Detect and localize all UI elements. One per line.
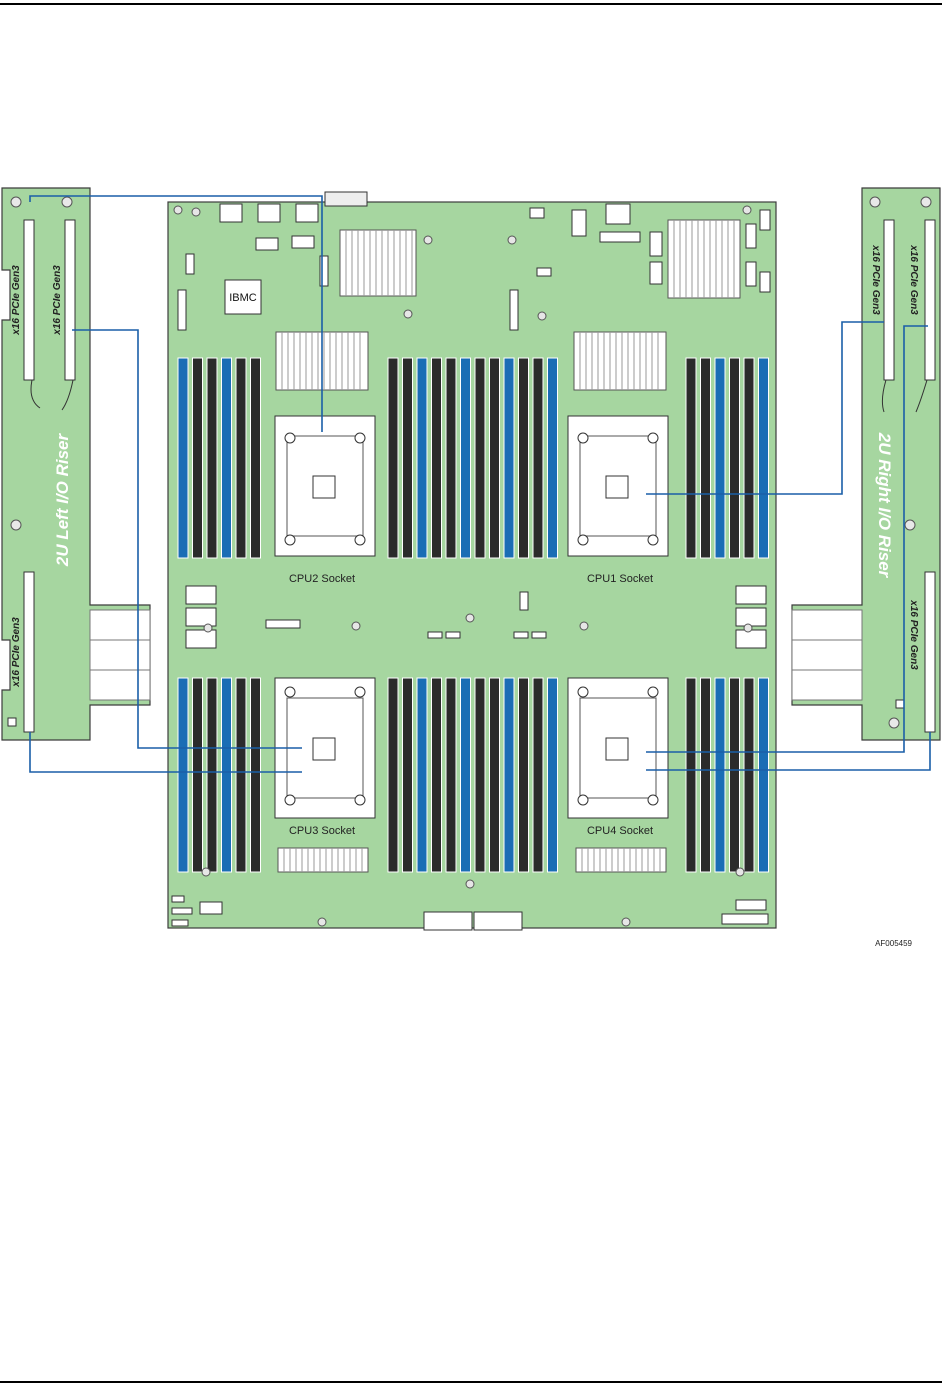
dimm-slot [547,677,558,873]
cpu4-socket-label: CPU4 Socket [587,825,653,837]
dimm-slot [416,677,428,873]
dimm-slot [489,677,500,873]
dimm-slot [503,357,515,559]
right-slot-label-1: x16 PCIe Gen3 [870,244,881,315]
dimm-slot [714,677,726,873]
dimm-slot [235,357,247,559]
dimm-slot [206,357,218,559]
right-riser-title: 2U Right I/O Riser [875,432,894,579]
dimm-slot [714,357,726,559]
dimm-slot [474,357,486,559]
cpu3-socket-label: CPU3 Socket [289,825,355,837]
right-slot-label-3: x16 PCIe Gen3 [908,599,919,670]
dimm-slot [431,677,442,873]
dimm-slot [402,357,413,559]
ibmc-chip [224,279,262,315]
dimm-slot [460,677,471,873]
dimm-slot [700,357,711,559]
dimm-slot [489,357,500,559]
left-slot-label-3: x16 PCIe Gen3 [11,617,22,688]
dimm-slot [729,677,740,873]
pcie-connection-lines [29,195,931,773]
cpu4-socket [567,677,669,819]
heatsink-top-right [667,219,741,299]
dimm-slot [758,677,769,873]
dimm-slot [518,677,529,873]
dimm-slot [431,357,442,559]
dimm-slot [221,357,232,559]
dimm-slot [547,357,558,559]
dimm-slot [460,357,471,559]
dimm-slot [729,357,740,559]
dimm-banks [177,357,769,873]
left-slot-label-2: x16 PCIe Gen3 [52,265,63,336]
server-board-diagram: x16 PCIe Gen3 x16 PCIe Gen3 x16 PCIe Gen… [1,187,941,948]
dimm-slot [503,677,515,873]
ibmc-label: IBMC [229,292,257,304]
dimm-slot [532,677,544,873]
dimm-slot [192,677,203,873]
dimm-slot [177,357,189,559]
dimm-slot [416,357,428,559]
right-riser-board: x16 PCIe Gen3 x16 PCIe Gen3 x16 PCIe Gen… [791,187,941,741]
left-riser-board: x16 PCIe Gen3 x16 PCIe Gen3 x16 PCIe Gen… [1,187,151,741]
main-board: IBMC [167,191,777,931]
heatsink-bottom-right [575,847,667,873]
bottom-rule [0,1381,942,1383]
dimm-slot [474,677,486,873]
dimm-slot [387,677,399,873]
left-riser-title: 2U Left I/O Riser [53,432,72,567]
dimm-slot [177,677,189,873]
dimm-slot [743,357,755,559]
heatsink-bottom-left [277,847,369,873]
dimm-slot [758,357,769,559]
dimm-slot [221,677,232,873]
top-rule [0,3,942,5]
cpu2-socket [274,415,376,557]
dimm-slot [192,357,203,559]
cpu1-socket-label: CPU1 Socket [587,573,653,585]
dimm-slot [445,677,457,873]
cpu3-socket [274,677,376,819]
cpu1-socket [567,415,669,557]
dimm-slot [235,677,247,873]
figure-id: AF005459 [875,939,912,948]
dimm-slot [402,677,413,873]
right-slot-label-2: x16 PCIe Gen3 [908,244,919,315]
dimm-slot [685,357,697,559]
heatsink-top-left [339,229,417,297]
dimm-slot [743,677,755,873]
dimm-slot [387,357,399,559]
dimm-slot [250,677,261,873]
dimm-slot [206,677,218,873]
dimm-slot [685,677,697,873]
dimm-slot [700,677,711,873]
dimm-slot [518,357,529,559]
dimm-slot [445,357,457,559]
cpu2-socket-label: CPU2 Socket [289,573,355,585]
heatsink-cpu1 [573,331,667,391]
dimm-slot [250,357,261,559]
dimm-slot [532,357,544,559]
left-slot-label-1: x16 PCIe Gen3 [11,265,22,336]
